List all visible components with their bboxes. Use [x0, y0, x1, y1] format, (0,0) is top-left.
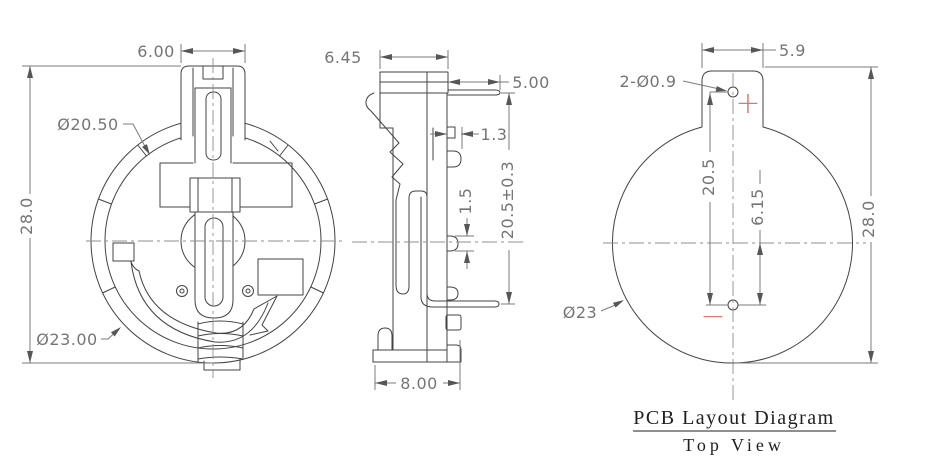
caption-title: PCB Layout Diagram [633, 407, 834, 429]
center-lines [86, 58, 866, 400]
pcb-caption: PCB Layout Diagram Top View [633, 407, 836, 455]
front-upper-clip [194, 87, 232, 164]
dim-pcb-height: 28.0 [859, 200, 878, 238]
polarity-plus-marker: + [735, 86, 760, 121]
polarity-minus-marker: − [700, 299, 725, 334]
front-band [159, 162, 293, 208]
front-left-square [112, 242, 135, 262]
dim-side-pin-pitch: 20.5±0.3 [498, 161, 517, 239]
dim-pcb-tab-width: 5.9 [779, 41, 806, 60]
side-dimensions: 6.45 5.00 1.3 1.5 20.5±0.3 8.00 [324, 48, 550, 393]
dim-pcb-hole-pitch: 20.5 [699, 158, 718, 196]
side-body [372, 71, 448, 363]
front-spring-arm [130, 261, 278, 343]
dim-front-inner-dia: Ø20.50 [57, 115, 118, 134]
front-bottom-contact [197, 320, 244, 371]
pcb-outline [612, 70, 853, 364]
side-right-bumps [445, 126, 462, 363]
caption-subtitle: Top View [683, 435, 785, 455]
front-dimensions: 6.00 28.0 Ø20.50 Ø23.00 [17, 42, 246, 364]
dim-side-base-depth: 8.00 [400, 374, 438, 393]
dim-side-pin-length: 5.00 [512, 73, 550, 92]
dim-side-bump-height: 1.5 [456, 188, 475, 215]
dim-pcb-dia: Ø23 [563, 303, 597, 322]
front-rivet-holes [176, 285, 254, 297]
dim-front-height: 28.0 [17, 197, 36, 235]
pcb-dimensions: 5.9 2-Ø0.9 20.5 6.15 28.0 Ø23 [563, 41, 878, 364]
side-view [365, 71, 501, 363]
dim-pcb-holes: 2-Ø0.9 [620, 72, 677, 91]
dim-front-outer-dia: Ø23.00 [36, 330, 97, 349]
dim-front-tab-width: 6.00 [137, 42, 175, 61]
front-crossbar-detail [197, 177, 233, 213]
ring-segment-ticks [97, 140, 329, 294]
dim-side-tab-thickness: 1.3 [481, 125, 508, 144]
side-spring-wire [365, 92, 500, 308]
side-top-pin [447, 89, 501, 96]
front-lower-clip-slot [204, 217, 224, 307]
pcb-view: + − [612, 70, 853, 364]
dim-side-top-width: 6.45 [324, 48, 362, 67]
dim-pcb-hole-offset: 6.15 [748, 188, 767, 226]
front-right-rect [257, 258, 304, 296]
